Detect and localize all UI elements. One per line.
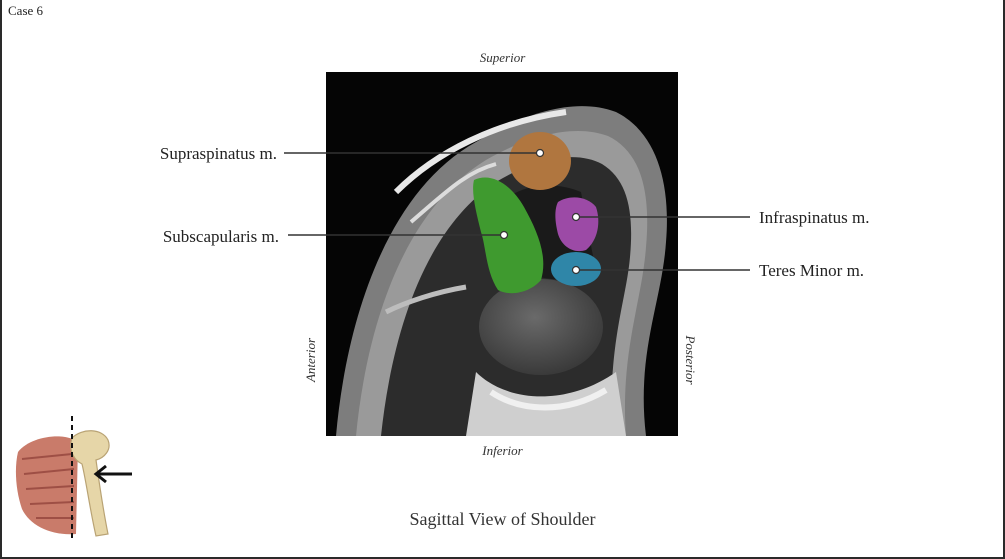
frame-bottom-border [0,557,1005,559]
mri-humeral-head [479,279,603,375]
teres-minor-region [551,252,601,286]
orientation-inferior-text: Inferior [482,443,523,458]
mri-acromion-band [393,109,567,195]
supraspinatus-region [509,132,571,190]
thumbnail-muscle-fibers [21,453,75,519]
label-supraspinatus: Supraspinatus m. [159,144,277,163]
orientation-superior-text: Superior [479,50,526,65]
frame-right-border [1003,0,1005,559]
case-label: Case 6 [8,3,44,18]
label-infraspinatus: Infraspinatus m. [759,208,870,227]
thumbnail-muscle-area [15,436,78,535]
orientation-posterior: Posterior [683,335,698,385]
mri-clavicle-band [409,162,497,224]
mri-humerus-shaft [466,372,626,436]
infraspinatus-region [555,197,599,252]
orientation-inferior: Inferior [0,443,1005,459]
orientation-superior: Superior [0,50,1005,66]
label-subscapularis: Subscapularis m. [162,227,279,246]
frame-left-border [0,0,2,559]
shoulder-reference-thumbnail [15,416,132,540]
mri-fat-streak [384,284,467,315]
subscapularis-region [473,177,544,294]
thumbnail-arrow-icon [93,464,107,484]
mri-sagittal-image [326,72,678,436]
orientation-anterior: Anterior [303,337,318,383]
thumbnail-bone [70,430,110,537]
figure-caption: Sagittal View of Shoulder [0,509,1005,530]
mri-cortex-band [489,387,608,411]
label-teres-minor: Teres Minor m. [759,261,865,280]
figure-caption-text: Sagittal View of Shoulder [409,509,596,529]
